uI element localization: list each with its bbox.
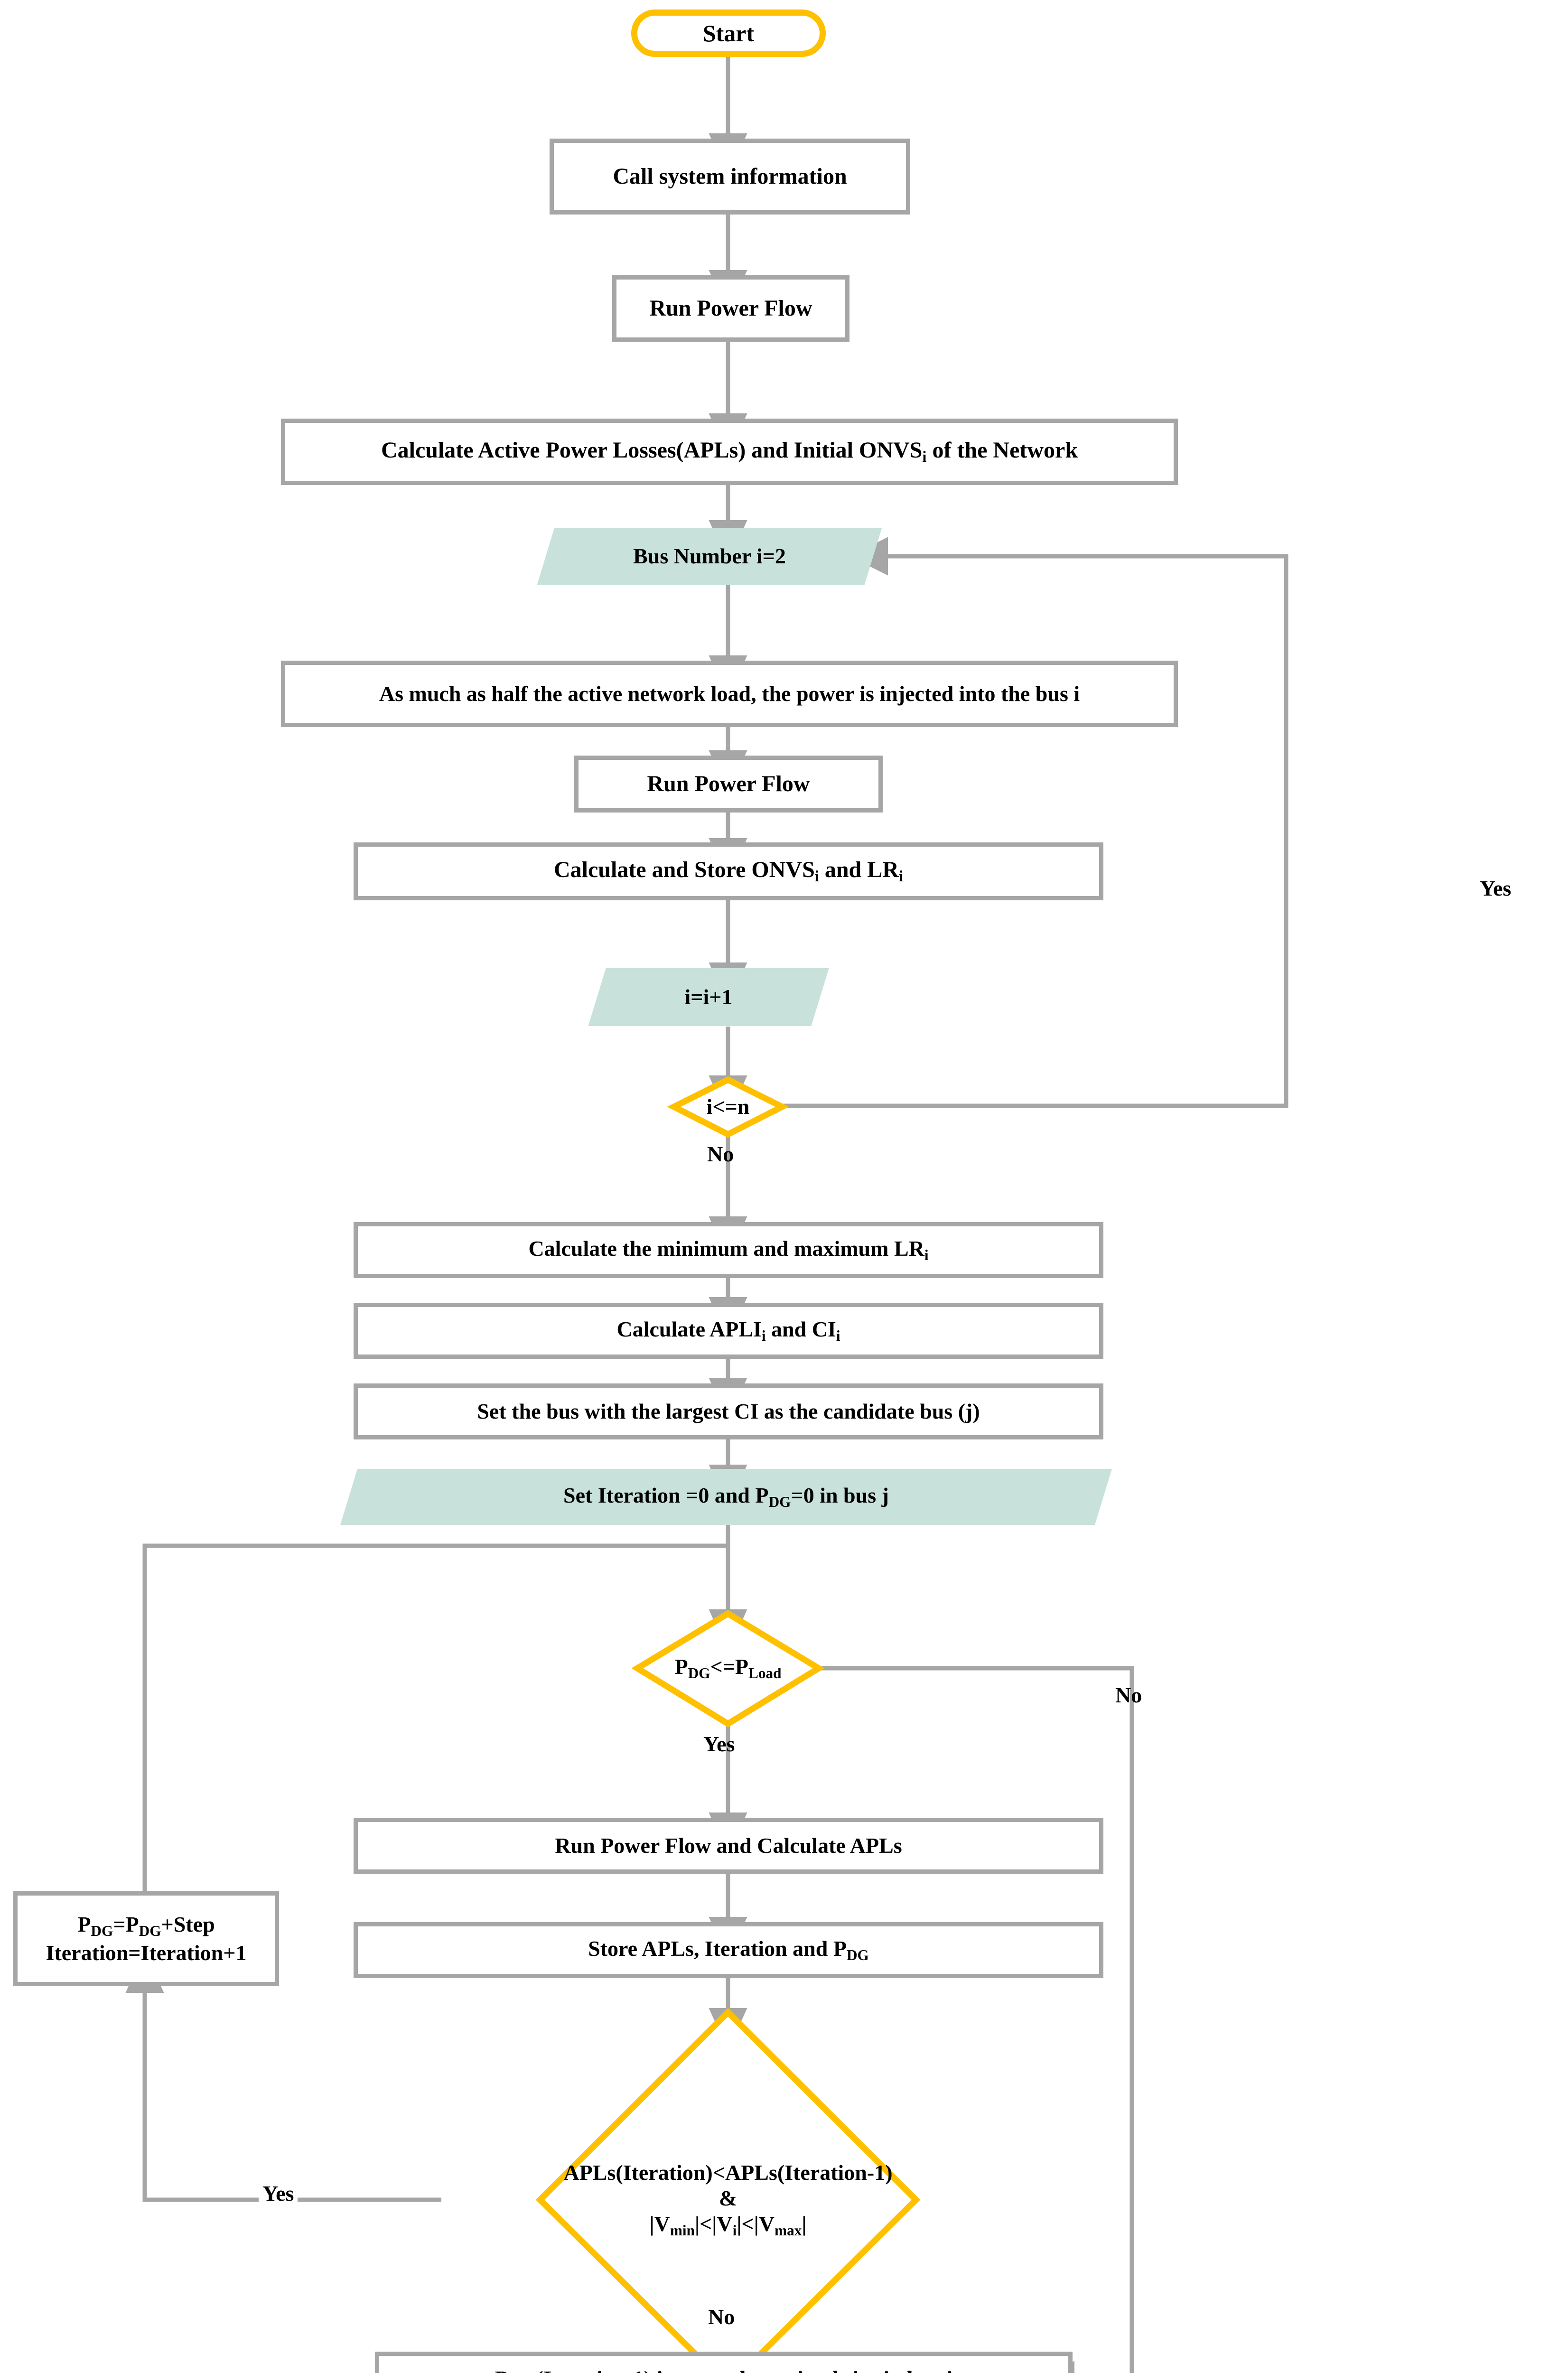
node-start-label: Start <box>702 19 755 47</box>
decision-apls-improved[interactable]: APLs(Iteration)<APLs(Iteration-1)&|Vmin|… <box>491 2126 965 2273</box>
decision-pdg-le-pload[interactable]: PDG<=PLoad <box>633 1647 823 1690</box>
node-set-candidate-bus-label: Set the bus with the largest CI as the c… <box>477 1399 980 1423</box>
node-bus-number-init[interactable]: Bus Number i=2 <box>537 528 882 585</box>
node-calculate-min-max-lr[interactable]: Calculate the minimum and maximum LRi <box>354 1222 1103 1278</box>
node-set-iteration-pdg-zero[interactable]: Set Iteration =0 and PDG=0 in bus j <box>340 1469 1112 1525</box>
decision-apls-shape <box>535 2008 921 2373</box>
node-inject-power-into-bus-label: As much as half the active network load,… <box>379 681 1080 706</box>
edge-label-cond-pdg-no: No <box>1115 1683 1142 1707</box>
edge-label-cond-apls-yes: Yes <box>259 2181 298 2206</box>
decision-pdg-le-pload-label: PDG<=PLoad <box>674 1654 782 1682</box>
node-run-power-flow-calculate-apls-label: Run Power Flow and Calculate APLs <box>555 1833 902 1858</box>
node-start[interactable]: Start <box>631 9 826 57</box>
node-increment-i-label: i=i+1 <box>684 984 733 1009</box>
edge-label-cond-apls-no: No <box>708 2305 735 2329</box>
node-run-power-flow-2-label: Run Power Flow <box>647 771 810 796</box>
node-inject-power-into-bus[interactable]: As much as half the active network load,… <box>281 661 1178 727</box>
node-store-apls-iteration-pdg[interactable]: Store APLs, Iteration and PDG <box>354 1922 1103 1978</box>
node-call-system-information[interactable]: Call system information <box>550 139 910 215</box>
node-calculate-apli-ci-label: Calculate APLIi and CIi <box>616 1317 840 1344</box>
node-run-power-flow-2[interactable]: Run Power Flow <box>574 756 883 813</box>
decision-i-le-n[interactable]: i<=n <box>662 1087 794 1127</box>
node-calculate-apli-ci[interactable]: Calculate APLIi and CIi <box>354 1303 1103 1359</box>
node-calculate-apls-onvs[interactable]: Calculate Active Power Losses(APLs) and … <box>281 419 1178 485</box>
node-bus-number-init-label: Bus Number i=2 <box>633 543 786 568</box>
edge-label-cond-i-no: No <box>707 1142 734 1166</box>
node-calculate-store-onvs-lr-label: Calculate and Store ONVSi and LRi <box>553 857 904 886</box>
node-calculate-min-max-lr-label: Calculate the minimum and maximum LRi <box>528 1236 929 1263</box>
node-run-power-flow-1-label: Run Power Flow <box>649 295 812 321</box>
edge-label-cond-pdg-yes: Yes <box>703 1732 735 1756</box>
node-increment-i[interactable]: i=i+1 <box>588 968 829 1026</box>
node-store-apls-iteration-pdg-label: Store APLs, Iteration and PDG <box>588 1936 869 1963</box>
node-calculate-store-onvs-lr[interactable]: Calculate and Store ONVSi and LRi <box>354 842 1103 900</box>
node-calculate-apls-onvs-label: Calculate Active Power Losses(APLs) and … <box>381 438 1078 466</box>
node-optimal-size-in-bus-j-label: PDG (Iteration-1) is set as the optimal … <box>495 2366 952 2373</box>
node-call-system-information-label: Call system information <box>613 163 847 189</box>
edge-label-loop-i-yes: Yes <box>1480 876 1512 900</box>
decision-apls-improved-label: APLs(Iteration)<APLs(Iteration-1)&|Vmin|… <box>563 2160 893 2239</box>
node-run-power-flow-1[interactable]: Run Power Flow <box>612 275 849 342</box>
node-set-iteration-pdg-zero-label: Set Iteration =0 and PDG=0 in bus j <box>563 1483 889 1510</box>
node-set-candidate-bus[interactable]: Set the bus with the largest CI as the c… <box>354 1383 1103 1439</box>
node-run-power-flow-calculate-apls[interactable]: Run Power Flow and Calculate APLs <box>354 1818 1103 1874</box>
decision-i-le-n-label: i<=n <box>706 1094 750 1119</box>
decision-i-le-n-shape <box>667 1076 789 1138</box>
decision-pdg-le-pload-shape <box>631 1610 825 1728</box>
node-optimal-size-in-bus-j[interactable]: PDG (Iteration-1) is set as the optimal … <box>375 2352 1073 2373</box>
